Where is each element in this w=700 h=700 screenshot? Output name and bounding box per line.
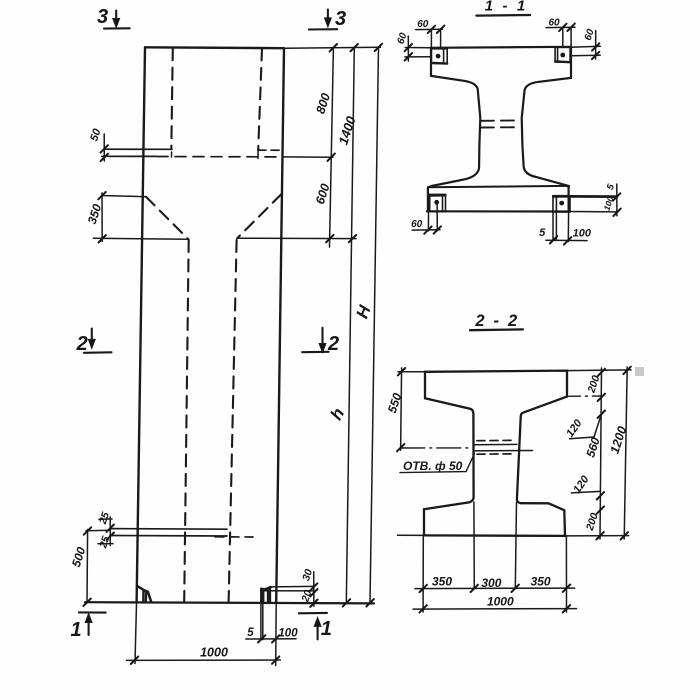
svg-text:25: 25 [97,511,112,527]
svg-text:500: 500 [69,545,89,569]
svg-text:100: 100 [278,628,298,640]
svg-text:300: 300 [481,576,501,590]
svg-text:200: 200 [584,511,601,532]
svg-text:5: 5 [605,182,617,191]
svg-text:60: 60 [411,219,423,230]
svg-text:5: 5 [539,227,546,239]
svg-text:3: 3 [97,6,108,28]
svg-text:3: 3 [335,8,346,30]
svg-text:5: 5 [247,627,254,639]
svg-text:25: 25 [97,535,112,551]
svg-text:60: 60 [548,18,560,29]
svg-text:2: 2 [76,333,88,355]
svg-text:60: 60 [583,27,597,41]
svg-text:60: 60 [417,19,429,30]
svg-text:550: 550 [385,391,405,415]
svg-text:200: 200 [585,374,602,395]
svg-text:1400: 1400 [335,114,358,147]
svg-text:ОТВ. ф 50: ОТВ. ф 50 [403,459,463,473]
svg-text:350: 350 [85,202,105,226]
svg-text:30: 30 [300,567,315,582]
svg-text:120: 120 [564,417,585,440]
svg-text:20: 20 [299,589,314,605]
svg-text:560: 560 [583,435,603,459]
svg-text:h: h [327,405,349,423]
svg-text:100: 100 [602,195,616,212]
svg-text:2 - 2: 2 - 2 [474,312,519,330]
svg-text:1000: 1000 [487,595,514,609]
svg-text:60: 60 [396,31,410,45]
svg-text:1000: 1000 [200,646,228,660]
svg-text:800: 800 [313,91,333,115]
svg-text:1 - 1: 1 - 1 [485,0,528,15]
svg-text:100: 100 [573,228,592,240]
svg-text:50: 50 [88,127,103,143]
svg-text:H: H [352,302,374,321]
svg-text:1: 1 [321,618,332,640]
svg-text:350: 350 [531,574,551,588]
svg-text:1: 1 [70,619,81,641]
svg-text:600: 600 [313,182,333,206]
svg-text:350: 350 [432,575,452,589]
svg-text:2: 2 [327,333,339,355]
